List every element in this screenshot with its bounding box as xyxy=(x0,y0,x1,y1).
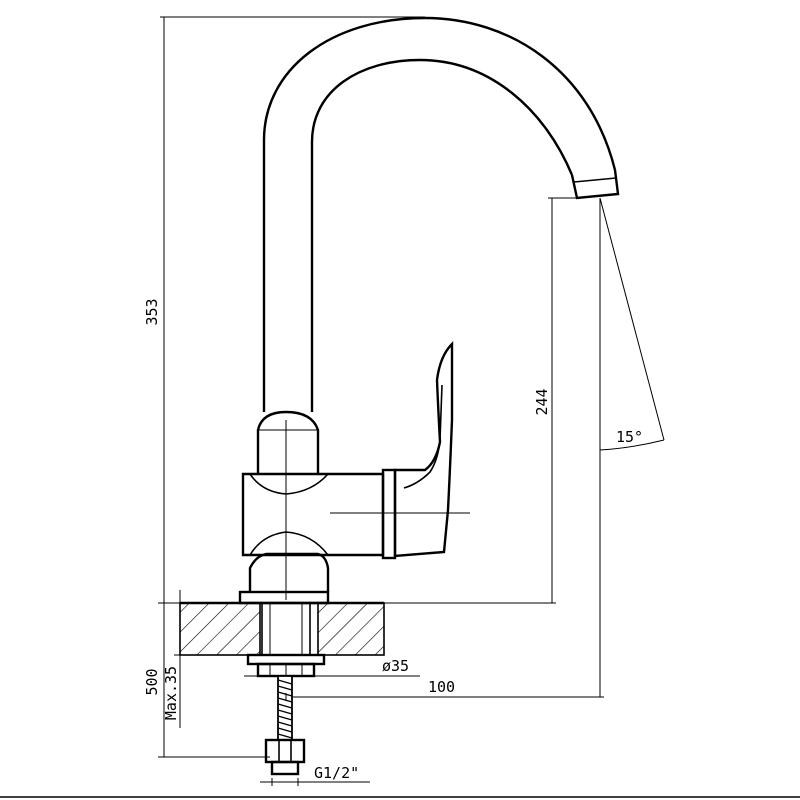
dimension-connection-thread: G1/2" xyxy=(260,764,370,786)
dimension-spout-reach: 100 xyxy=(285,678,604,700)
label-spout-reach: 100 xyxy=(428,678,455,696)
dimension-spout-angle: 15° xyxy=(599,197,665,697)
flexible-hose xyxy=(264,675,306,776)
dimension-hole-diameter: ø35 xyxy=(244,657,420,677)
mounting-shank xyxy=(238,590,330,678)
label-spout-angle: 15° xyxy=(616,428,643,446)
label-spout-height: 244 xyxy=(533,388,551,415)
gooseneck-spout xyxy=(262,16,620,412)
dimension-deck-thickness: Max.35 xyxy=(162,590,248,728)
lever-handle xyxy=(393,341,454,558)
label-hole-diameter: ø35 xyxy=(382,657,409,675)
faucet-body xyxy=(241,410,470,600)
label-overall-height: 353 xyxy=(143,298,161,325)
dimension-spout-height: 244 xyxy=(384,197,578,604)
dimension-overall-height: 353 xyxy=(143,16,425,604)
dimension-hose-length: 500 xyxy=(143,603,270,758)
countertop-section xyxy=(179,601,385,656)
label-connection-thread: G1/2" xyxy=(314,764,359,782)
label-hose-length: 500 xyxy=(143,668,161,695)
label-deck-thickness: Max.35 xyxy=(162,666,180,720)
